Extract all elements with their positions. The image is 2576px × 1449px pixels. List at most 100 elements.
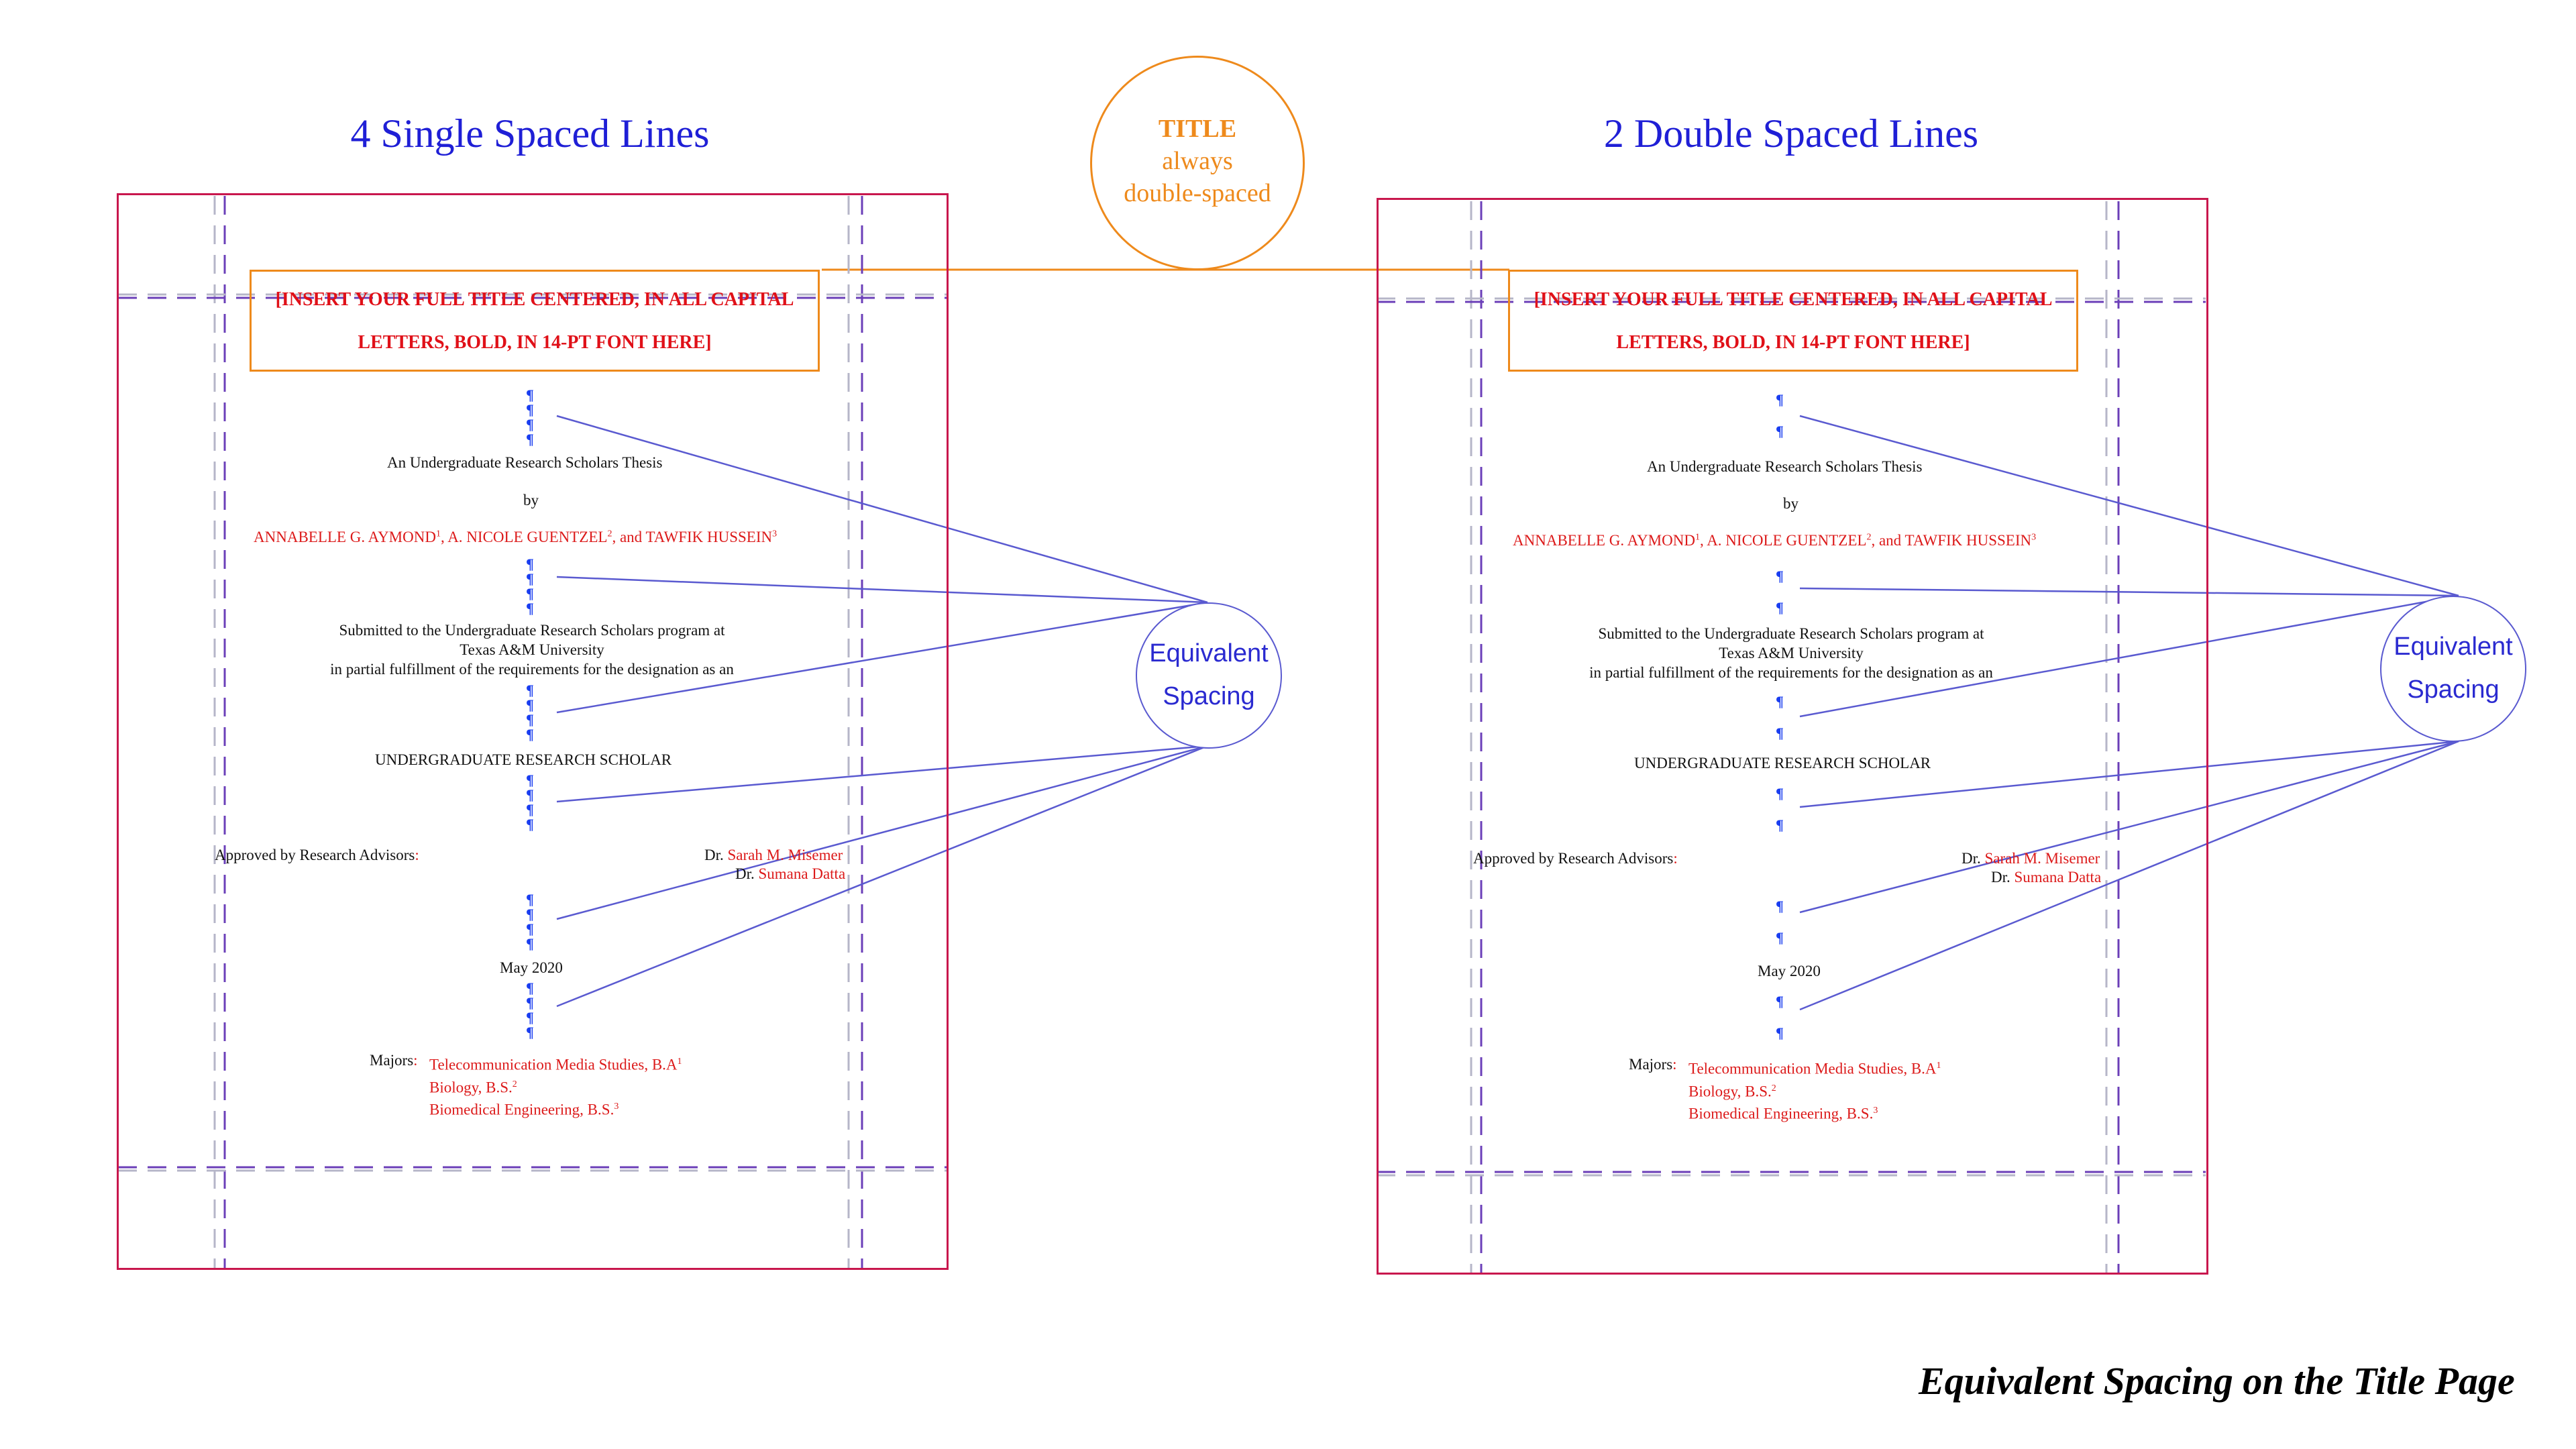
pilcrow-mark: ¶ [526, 786, 534, 803]
advisor-1-name: Sarah M. Misemer [1984, 850, 2100, 867]
major-item: Telecommunication Media Studies, B.A1 [429, 1056, 682, 1073]
right-approved-label: Approved by Research Advisors: [1473, 850, 1678, 867]
callout-double-spaced: double-spaced [1124, 179, 1271, 207]
majors-colon: : [1672, 1056, 1677, 1073]
pilcrow-mark: ¶ [526, 401, 534, 418]
submitted-line-2: Texas A&M University [460, 641, 604, 658]
title-double-spaced-callout: TITLE always double-spaced [1090, 56, 1305, 270]
left-panel-heading: 4 Single Spaced Lines [350, 111, 710, 156]
pilcrow-mark: ¶ [526, 801, 534, 818]
right-title-box: [INSERT YOUR FULL TITLE CENTERED, IN ALL… [1508, 270, 2078, 372]
left-advisor-1: Dr. Sarah M. Misemer [704, 847, 843, 864]
submitted-line-1: Submitted to the Undergraduate Research … [339, 622, 725, 639]
majors-text: Majors [1629, 1056, 1673, 1073]
pilcrow-mark: ¶ [1776, 693, 1784, 710]
right-authors-line: ANNABELLE G. AYMOND1, A. NICOLE GUENTZEL… [1513, 532, 2036, 549]
author-3: , and TAWFIK HUSSEIN [612, 529, 773, 545]
author-1-sup: 1 [435, 529, 441, 539]
pilcrow-mark: ¶ [526, 585, 534, 602]
spacing-label: Spacing [1163, 682, 1255, 710]
author-2: , A. NICOLE GUENTZEL [440, 529, 608, 545]
left-majors-label: Majors: [370, 1052, 418, 1069]
advisor-1-prefix: Dr. [1962, 850, 1985, 867]
advisor-2-prefix: Dr. [1991, 869, 2015, 885]
pilcrow-mark: ¶ [526, 431, 534, 447]
callout-title: TITLE [1158, 115, 1237, 143]
pilcrow-mark: ¶ [526, 935, 534, 952]
pilcrow-mark: ¶ [1776, 1024, 1784, 1041]
equivalent-label: Equivalent [2394, 633, 2513, 661]
submitted-line-3: in partial fulfillment of the requiremen… [1589, 664, 1993, 681]
left-title-box: [INSERT YOUR FULL TITLE CENTERED, IN ALL… [250, 270, 820, 372]
advisor-1-prefix: Dr. [704, 847, 728, 863]
author-3: , and TAWFIK HUSSEIN [1871, 532, 2032, 549]
author-1: ANNABELLE G. AYMOND [254, 529, 436, 545]
right-thesis-line: An Undergraduate Research Scholars Thesi… [1647, 458, 1923, 475]
right-advisor-1: Dr. Sarah M. Misemer [1962, 850, 2100, 867]
figure-caption: Equivalent Spacing on the Title Page [1919, 1359, 2515, 1403]
pilcrow-mark: ¶ [526, 555, 534, 572]
pilcrow-mark: ¶ [526, 416, 534, 433]
author-2-sup: 2 [1866, 532, 1872, 543]
major-item: Biomedical Engineering, B.S.3 [429, 1101, 619, 1118]
left-by-line: by [523, 492, 539, 508]
right-title-line-1: [INSERT YOUR FULL TITLE CENTERED, IN ALL… [1534, 289, 2053, 310]
pilcrow-mark: ¶ [1776, 816, 1784, 833]
pilcrow-mark: ¶ [526, 600, 534, 616]
approved-text: Approved by Research Advisors [1473, 850, 1674, 867]
pilcrow-mark: ¶ [526, 1024, 534, 1040]
left-authors-line: ANNABELLE G. AYMOND1, A. NICOLE GUENTZEL… [254, 529, 777, 546]
pilcrow-mark: ¶ [526, 711, 534, 728]
author-1: ANNABELLE G. AYMOND [1513, 532, 1695, 549]
majors-text: Majors [370, 1052, 414, 1069]
left-advisor-2: Dr. Sumana Datta [735, 865, 845, 883]
right-margin-guides [1377, 201, 2206, 1273]
pilcrow-mark: ¶ [1776, 724, 1784, 741]
pilcrow-mark: ¶ [1776, 423, 1784, 439]
pilcrow-mark: ¶ [526, 570, 534, 587]
pilcrow-mark: ¶ [526, 891, 534, 908]
approved-colon: : [415, 847, 419, 863]
major-item: Telecommunication Media Studies, B.A1 [1688, 1060, 1941, 1077]
left-designation: UNDERGRADUATE RESEARCH SCHOLAR [375, 751, 672, 768]
pilcrow-mark: ¶ [526, 816, 534, 833]
pilcrow-mark: ¶ [526, 386, 534, 403]
right-majors-label: Majors: [1629, 1056, 1677, 1073]
left-equivalent-connectors [556, 415, 1208, 1008]
major-item: Biomedical Engineering, B.S.3 [1688, 1105, 1878, 1122]
author-3-sup: 3 [2031, 532, 2037, 543]
equivalent-label: Equivalent [1149, 639, 1269, 667]
right-equivalent-spacing-bubble: Equivalent Spacing [2380, 596, 2526, 742]
advisor-2-name: Sumana Datta [2014, 869, 2102, 885]
left-margin-guides [118, 196, 947, 1270]
pilcrow-mark: ¶ [1776, 391, 1784, 408]
left-equivalent-spacing-bubble: Equivalent Spacing [1136, 602, 1282, 749]
majors-colon: : [413, 1052, 418, 1069]
left-title-line-1: [INSERT YOUR FULL TITLE CENTERED, IN ALL… [275, 289, 794, 310]
spacing-label: Spacing [2407, 676, 2500, 704]
right-title-line-2: LETTERS, BOLD, IN 14-PT FONT HERE] [1616, 332, 1970, 353]
pilcrow-mark: ¶ [1776, 568, 1784, 584]
pilcrow-mark: ¶ [1776, 898, 1784, 914]
advisor-2-name: Sumana Datta [758, 865, 846, 882]
pilcrow-mark: ¶ [526, 771, 534, 788]
pilcrow-mark: ¶ [526, 906, 534, 922]
pilcrow-mark: ¶ [1776, 599, 1784, 616]
submitted-line-1: Submitted to the Undergraduate Research … [1598, 625, 1984, 642]
right-submitted-block: Submitted to the Undergraduate Research … [1576, 624, 2006, 682]
submitted-line-3: in partial fulfillment of the requiremen… [330, 661, 734, 678]
pilcrow-mark: ¶ [1776, 993, 1784, 1010]
advisor-1-name: Sarah M. Misemer [727, 847, 843, 863]
left-title-line-2: LETTERS, BOLD, IN 14-PT FONT HERE] [358, 332, 712, 353]
right-advisor-2: Dr. Sumana Datta [1991, 869, 2101, 886]
left-approved-label: Approved by Research Advisors: [215, 847, 419, 864]
pilcrow-mark: ¶ [526, 994, 534, 1011]
pilcrow-mark: ¶ [526, 696, 534, 713]
approved-colon: : [1673, 850, 1678, 867]
major-item: Biology, B.S.2 [1688, 1083, 1776, 1100]
right-date: May 2020 [1758, 963, 1821, 979]
pilcrow-mark: ¶ [1776, 929, 1784, 946]
author-2: , A. NICOLE GUENTZEL [1699, 532, 1867, 549]
major-item: Biology, B.S.2 [429, 1079, 517, 1096]
